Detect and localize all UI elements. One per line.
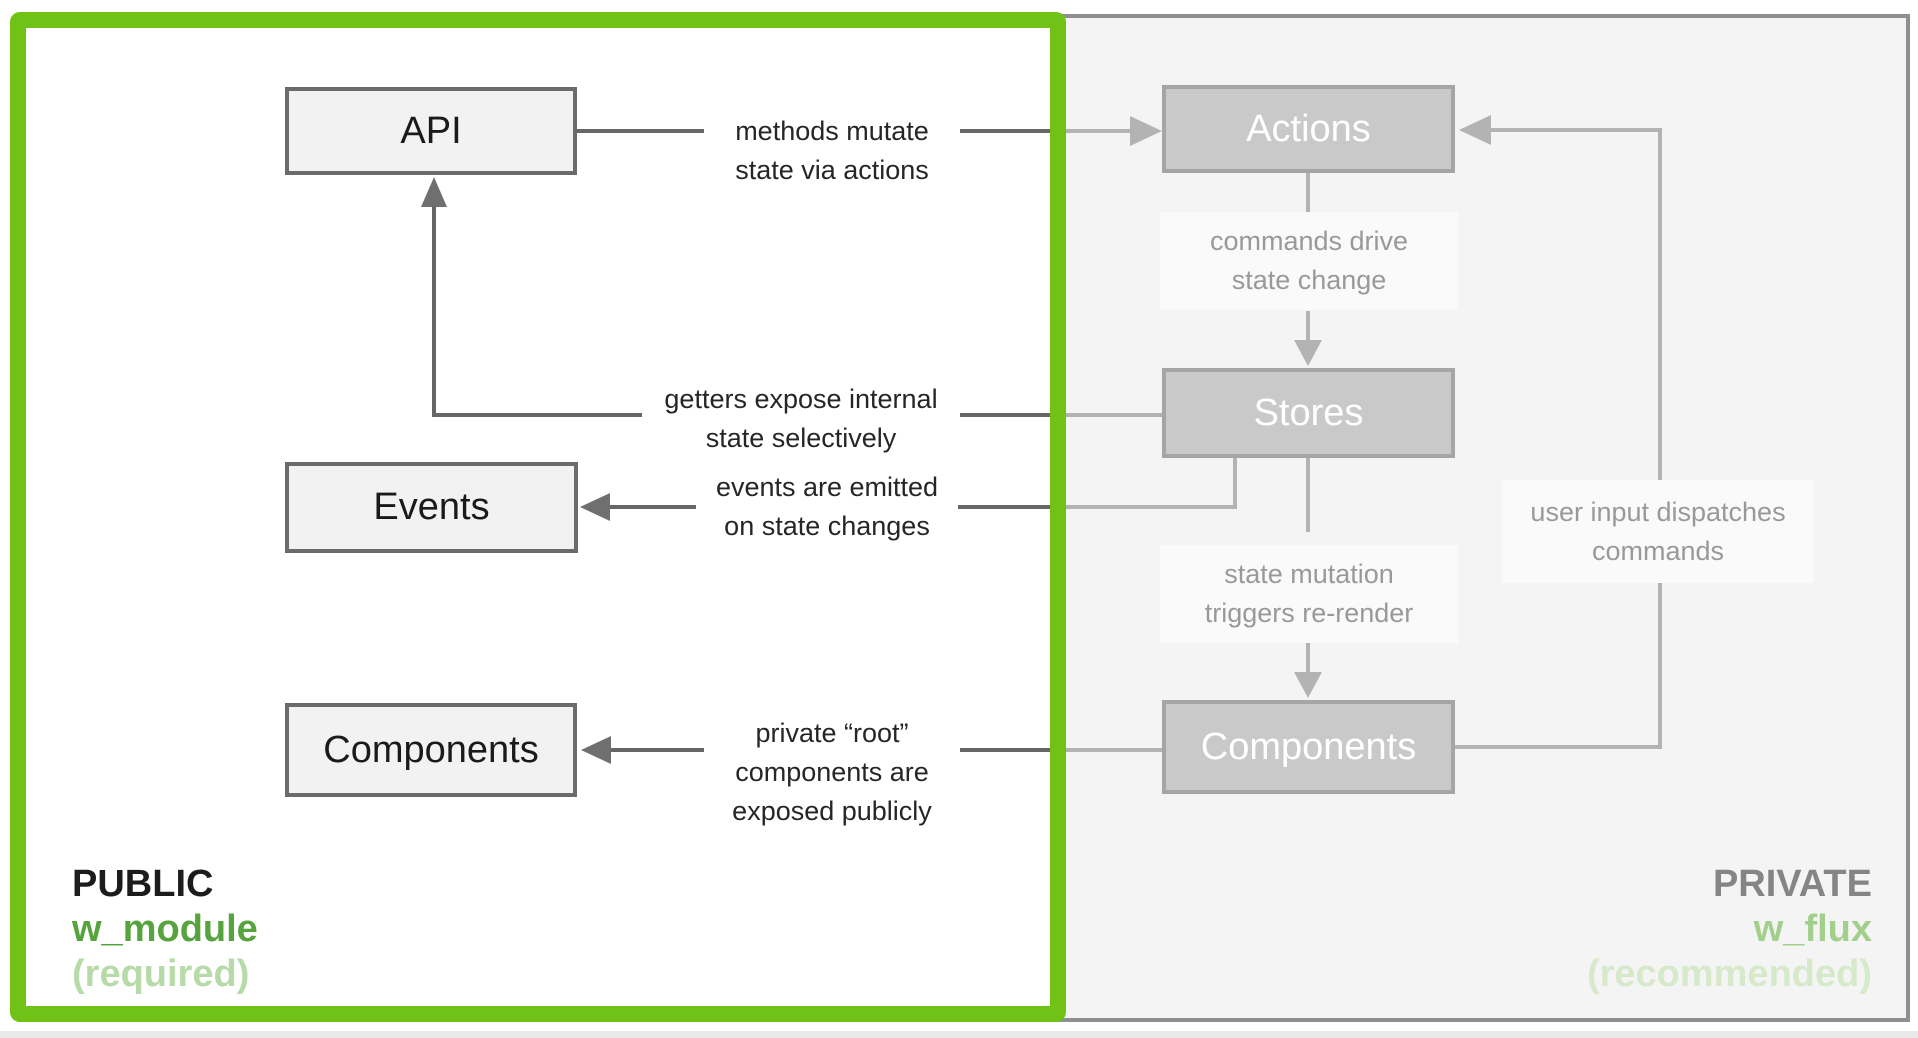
node-components-public: Components <box>285 703 577 797</box>
arrowhead-into-stores <box>1294 340 1322 366</box>
stores-to-api-line-light <box>1062 413 1162 417</box>
node-components-public-label: Components <box>323 728 539 771</box>
events-emitted-label-line1: events are emitted <box>715 472 939 502</box>
private-footer-title: PRIVATE <box>1712 863 1872 905</box>
node-events-label: Events <box>373 486 490 528</box>
node-actions-label: Actions <box>1246 107 1371 150</box>
actions-to-stores-stub-top <box>1306 173 1310 212</box>
screenshot-bottom-strip <box>0 1031 1918 1038</box>
arrowhead-into-actions-loop <box>1459 115 1491 145</box>
user-input-label: user input dispatches commands <box>1502 480 1814 583</box>
user-input-label-line1: user input dispatches <box>1530 496 1786 527</box>
arrowhead-into-components-public <box>581 736 611 764</box>
getters-expose-label-line2: state selectively <box>705 423 897 453</box>
stores-to-api-line-vertical <box>432 205 436 417</box>
commands-drive-label-line1: commands drive <box>1209 226 1409 256</box>
stores-to-components-stub-top <box>1306 458 1310 532</box>
user-input-label-line2: commands <box>1591 535 1725 566</box>
stores-to-events-line-light <box>1060 505 1237 509</box>
stores-to-components-stub-bottom <box>1306 643 1310 674</box>
public-footer-title: PUBLIC <box>72 863 214 905</box>
private-footer-module-name: w_flux <box>1753 908 1872 950</box>
public-highlight-frame <box>10 12 1066 1022</box>
loop-vertical-upper <box>1658 128 1662 480</box>
arrowhead-into-api <box>421 177 447 207</box>
loop-vertical-lower <box>1658 583 1662 749</box>
state-mutation-label-line1: state mutation <box>1224 559 1394 589</box>
methods-mutate-label-line2: state via actions <box>735 155 929 185</box>
private-root-label-line1: private “root” <box>755 717 909 748</box>
public-footer-note: (required) <box>72 953 250 995</box>
private-footer-note: (recommended) <box>1586 953 1872 995</box>
arrowhead-into-actions <box>1130 116 1162 146</box>
node-components-private: Components <box>1162 700 1455 794</box>
private-root-label: private “root” components are exposed pu… <box>704 713 960 831</box>
events-emitted-label: events are emitted on state changes <box>696 468 958 546</box>
private-root-label-line2: components are <box>735 756 929 787</box>
stores-to-events-stub <box>1233 458 1237 509</box>
components-bridge-line-light <box>1060 748 1162 752</box>
public-footer: PUBLIC w_module (required) <box>72 862 258 997</box>
private-root-label-line3: exposed publicly <box>732 795 932 826</box>
node-components-private-label: Components <box>1200 725 1417 768</box>
node-stores-label: Stores <box>1253 391 1364 434</box>
node-stores: Stores <box>1162 368 1455 458</box>
commands-drive-label: commands drive state change <box>1160 212 1458 310</box>
loop-top-line <box>1489 128 1662 132</box>
arrowhead-into-components-private <box>1294 672 1322 698</box>
events-emitted-label-line2: on state changes <box>724 511 930 541</box>
loop-bottom-line <box>1455 745 1662 749</box>
arrowhead-into-events <box>580 493 610 521</box>
state-mutation-label-line2: triggers re-render <box>1204 598 1414 628</box>
node-events: Events <box>285 462 578 553</box>
methods-mutate-label: methods mutate state via actions <box>704 92 960 210</box>
api-to-actions-line-light <box>1062 129 1132 133</box>
commands-drive-label-line2: state change <box>1231 265 1387 295</box>
actions-to-stores-stub-bottom <box>1306 311 1310 342</box>
node-api: API <box>285 87 577 175</box>
state-mutation-label: state mutation triggers re-render <box>1160 545 1458 643</box>
node-actions: Actions <box>1162 85 1455 173</box>
public-footer-module-name: w_module <box>72 908 258 950</box>
node-api-label: API <box>400 109 462 152</box>
getters-expose-label: getters expose internal state selectivel… <box>642 376 960 462</box>
methods-mutate-label-line1: methods mutate <box>735 116 929 146</box>
private-footer: PRIVATE w_flux (recommended) <box>1587 862 1872 997</box>
getters-expose-label-line1: getters expose internal <box>664 384 938 414</box>
